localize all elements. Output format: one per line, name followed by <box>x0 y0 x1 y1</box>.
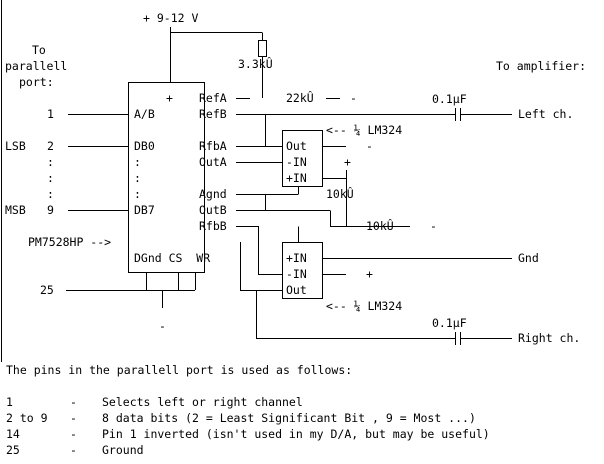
legend-row: 14 - Pin 1 inverted (isn't used in my D/A,… <box>6 426 602 442</box>
opamp-b-minus-in: -IN <box>286 267 307 281</box>
pin-25-label: 25 <box>40 283 54 297</box>
supply-label: + 9-12 V <box>143 11 198 25</box>
legend-dash: - <box>70 395 77 409</box>
ground-minus: - <box>159 319 166 333</box>
opamp-a-minus-in: -IN <box>286 155 307 169</box>
r-top-label: 3.3kÛ <box>238 56 273 71</box>
legend-row: 2 to 9 - 8 data bits (2 = Least Significan… <box>6 410 602 426</box>
r-mid-label: 10kÛ <box>326 186 354 201</box>
dac-pin-outb: OutB <box>199 203 227 217</box>
legend-pin: 14 <box>6 427 20 441</box>
dac-pin-dots-2: : <box>134 171 141 185</box>
r-gnd-label: 10kÛ <box>366 218 394 233</box>
dots-1: : <box>47 155 54 169</box>
opamp-a-label: <-- ¼ LM324 <box>326 123 402 137</box>
dac-pin-rfbb: RfbB <box>199 219 227 233</box>
right-ch-label: Right ch. <box>518 331 580 345</box>
legend-spacer <box>6 378 602 394</box>
legend-desc: 8 data bits (2 = Least Significant Bit ,… <box>102 411 476 425</box>
legend-desc: Ground <box>102 443 144 457</box>
legend-desc: Selects left or right channel <box>102 395 303 409</box>
gnd-label: Gnd <box>518 251 539 265</box>
opamp-a-plus: + <box>344 155 351 169</box>
dac-pin-ab: A/B <box>134 107 155 121</box>
opamp-a <box>282 130 323 187</box>
r-gnd-minus: - <box>430 219 437 233</box>
port-label: port: <box>19 75 54 89</box>
opamp-b-plus-in: +IN <box>286 251 307 265</box>
dac-pin-refb: RefB <box>199 107 227 121</box>
dac-pin-rfba: RfbA <box>199 139 227 153</box>
dac-plus: + <box>166 91 173 105</box>
dac-pin-refa: RefA <box>199 91 227 105</box>
pin-legend: The pins in the parallell port is used a… <box>6 362 602 458</box>
cap-right-label: 0.1µF <box>432 316 467 330</box>
dots-2: : <box>47 171 54 185</box>
circuit-schematic: + 9-12 V 3.3kÛ To parallell port: 1 LSB … <box>1 0 586 362</box>
legend-row: 1 - Selects left or right channel <box>6 394 602 410</box>
to-label: To <box>32 43 46 57</box>
dac-pin-db7: DB7 <box>134 203 155 217</box>
legend-row: 25 - Ground <box>6 442 602 458</box>
to-amplifier-label: To amplifier: <box>496 59 586 73</box>
opamp-a-plus-in: +IN <box>286 171 307 185</box>
pin-9-label: 9 <box>47 203 54 217</box>
opamp-a-minus: - <box>366 139 373 153</box>
dac-pin-dots-3: : <box>134 187 141 201</box>
dac-chip <box>128 82 205 273</box>
opamp-a-out: Out <box>286 139 307 153</box>
lsb-label: LSB <box>5 139 26 153</box>
legend-pin: 1 <box>6 395 13 409</box>
dac-bottom-pins: DGnd CS WR <box>134 251 210 265</box>
pin-2-label: 2 <box>47 139 54 153</box>
legend-dash: - <box>70 411 77 425</box>
msb-label: MSB <box>5 203 26 217</box>
opamp-b-label: <-- ¼ LM324 <box>326 299 402 313</box>
resistor-3k3 <box>258 40 267 57</box>
opamp-b-plus: + <box>366 267 373 281</box>
legend-dash: - <box>70 443 77 457</box>
dots-3: : <box>47 187 54 201</box>
dac-pin-db0: DB0 <box>134 139 155 153</box>
r-ref-label: 22kÛ <box>286 90 314 105</box>
left-ch-label: Left ch. <box>518 107 573 121</box>
dac-name-label: PM7528HP --> <box>28 235 111 249</box>
dac-pin-agnd: Agnd <box>199 187 227 201</box>
legend-dash: - <box>70 427 77 441</box>
dac-pin-dots-1: : <box>134 155 141 169</box>
opamp-b <box>282 242 323 299</box>
legend-pin: 25 <box>6 443 20 457</box>
cap-left-label: 0.1µF <box>432 92 467 106</box>
legend-pin: 2 to 9 <box>6 411 48 425</box>
opamp-b-out: Out <box>286 283 307 297</box>
r-ref-minus: - <box>350 91 357 105</box>
legend-desc: Pin 1 inverted (isn't used in my D/A, bu… <box>102 427 490 441</box>
pin-1-label: 1 <box>47 107 54 121</box>
parallell-label: parallell <box>5 59 67 73</box>
legend-intro: The pins in the parallell port is used a… <box>6 363 353 377</box>
dac-pin-outa: OutA <box>199 155 227 169</box>
